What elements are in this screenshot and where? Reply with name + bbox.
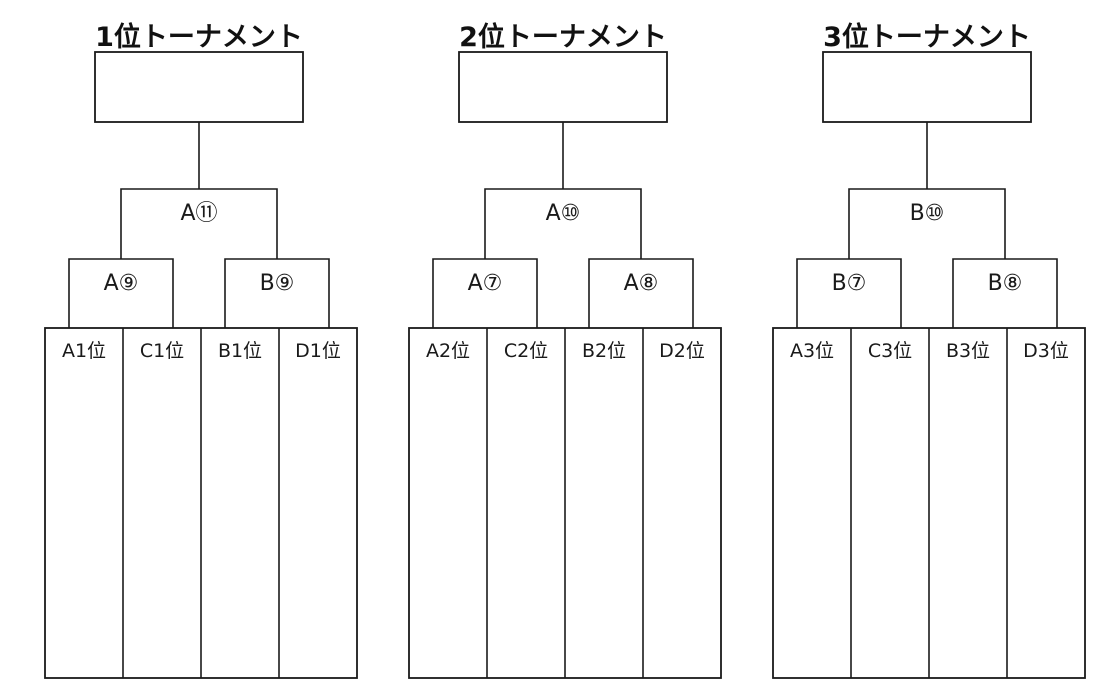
bracket-1-entrant-label-4: D1位 — [295, 340, 341, 362]
bracket-3-winner-box — [822, 51, 1032, 123]
bracket-3-final-match-label: B⑩ — [910, 201, 945, 226]
bracket-2-semifinal-label-2: A⑧ — [624, 271, 659, 296]
bracket-2-title: 2位トーナメント — [459, 21, 667, 53]
bracket-1-semifinal-label-1: A⑨ — [104, 271, 139, 296]
bracket-2-semifinal-label-1: A⑦ — [468, 271, 503, 296]
bracket-3-semifinal-label-1: B⑦ — [832, 271, 867, 296]
bracket-1-entrant-label-1: A1位 — [62, 340, 106, 362]
bracket-1-semifinal-left-connector — [68, 258, 174, 328]
bracket-2-final-match-label: A⑩ — [546, 201, 581, 226]
bracket-2-semifinal-left-connector — [432, 258, 538, 328]
bracket-3-title: 3位トーナメント — [823, 21, 1031, 53]
bracket-2-entrant-label-1: A2位 — [426, 340, 470, 362]
bracket-3-entrant-label-3: B3位 — [946, 340, 990, 362]
bracket-3-final-connector — [848, 188, 1006, 259]
bracket-2-semifinal-right-connector — [588, 258, 694, 328]
bracket-2-winner-box — [458, 51, 668, 123]
bracket-3-entrant-label-2: C3位 — [868, 340, 912, 362]
bracket-2-entrant-label-4: D2位 — [659, 340, 705, 362]
bracket-1-final-match-label: A⑪ — [180, 201, 217, 226]
bracket-1-semifinal-label-2: B⑨ — [260, 271, 295, 296]
bracket-3-semifinal-right-connector — [952, 258, 1058, 328]
bracket-3-semifinal-left-connector — [796, 258, 902, 328]
bracket-3-entrant-label-4: D3位 — [1023, 340, 1069, 362]
bracket-1-entrant-label-3: B1位 — [218, 340, 262, 362]
bracket-3-semifinal-label-2: B⑧ — [988, 271, 1023, 296]
bracket-1-final-connector — [120, 188, 278, 259]
bracket-1-semifinal-right-connector — [224, 258, 330, 328]
bracket-1-entrant-label-2: C1位 — [140, 340, 184, 362]
bracket-3-entrant-label-1: A3位 — [790, 340, 834, 362]
bracket-2-entrant-label-2: C2位 — [504, 340, 548, 362]
bracket-2-final-connector — [484, 188, 642, 259]
bracket-1-title: 1位トーナメント — [95, 21, 303, 53]
bracket-1-winner-box — [94, 51, 304, 123]
bracket-2-entrant-label-3: B2位 — [582, 340, 626, 362]
